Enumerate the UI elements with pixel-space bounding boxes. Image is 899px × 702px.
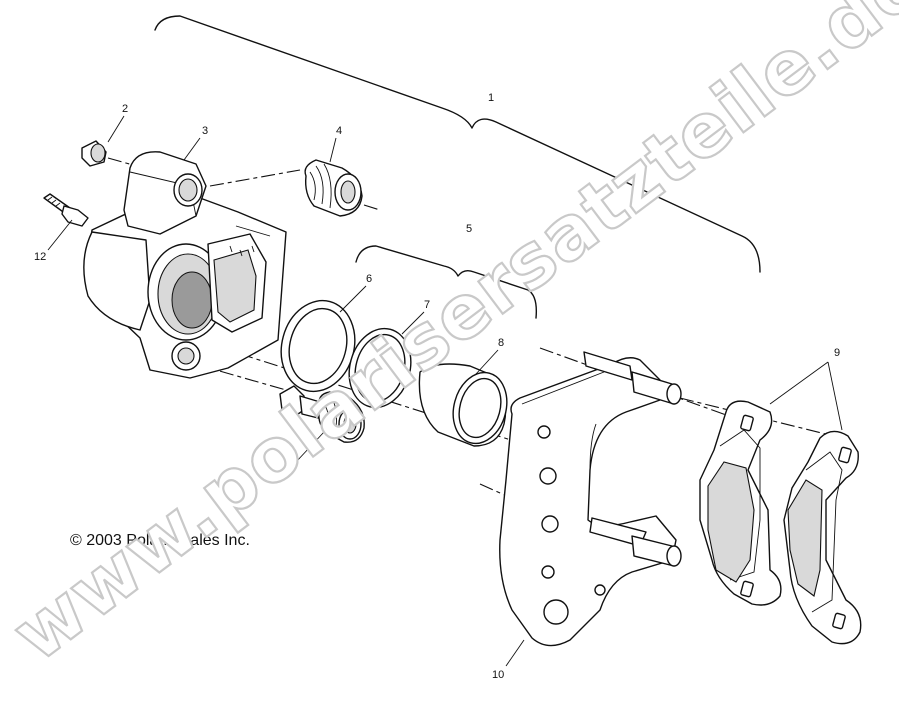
part-10-mounting-bracket xyxy=(499,351,682,647)
part-9-brake-pad-inner xyxy=(699,400,782,606)
callout-12: 12 xyxy=(34,251,46,263)
callout-10: 10 xyxy=(492,669,504,681)
callout-3: 3 xyxy=(202,125,208,137)
callout-1: 1 xyxy=(488,92,494,104)
copyright-notice: © 2003 Polaris Sales Inc. xyxy=(70,532,250,549)
callout-5: 5 xyxy=(466,223,472,235)
assembly-bracket-5 xyxy=(355,245,538,319)
part-8-piston xyxy=(418,363,508,447)
part-6-seal-ring xyxy=(280,299,356,393)
callout-6: 6 xyxy=(366,273,372,285)
callout-8: 8 xyxy=(498,337,504,349)
part-4-upper-pin-boot xyxy=(304,159,363,217)
part-3-caliper-body xyxy=(83,151,287,379)
leader-lines xyxy=(47,115,843,667)
part-12-bleeder-screw xyxy=(43,193,89,227)
part-7-dust-seal xyxy=(348,327,412,409)
part-9-brake-pad-outer xyxy=(783,430,862,645)
callout-9: 9 xyxy=(834,347,840,359)
part-11-lower-pin-boot xyxy=(279,385,365,443)
part-2-bleeder-cap xyxy=(81,140,107,167)
callout-7: 7 xyxy=(424,299,430,311)
assembly-bracket-1 xyxy=(154,15,761,273)
callout-2: 2 xyxy=(122,103,128,115)
callout-11: 11 xyxy=(282,465,293,477)
callout-4: 4 xyxy=(336,125,342,137)
